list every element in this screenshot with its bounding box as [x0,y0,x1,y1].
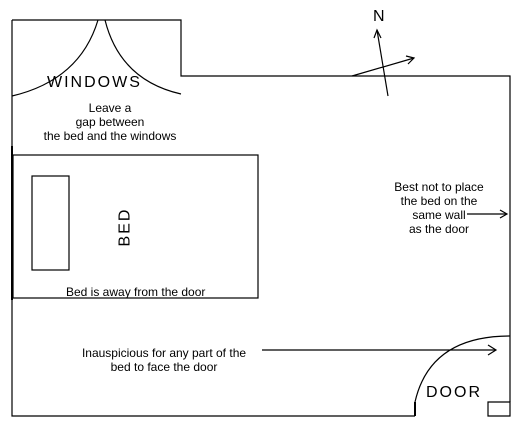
window-swing-arc [11,19,99,97]
door-label: DOOR [426,384,482,401]
bed-label: BED [116,207,134,247]
compass-arrow-head [373,28,382,39]
windows-note: Leave a gap between the bed and the wind… [43,101,177,143]
windows-label: WINDOWS [47,74,142,91]
door-note: Inauspicious for any part of the bed to … [81,346,247,374]
compass-cross-head [405,55,416,65]
wall-note: Best not to place the bed on the same wa… [394,180,484,236]
compass-label: N [373,8,387,25]
compass-needle [376,29,389,97]
window-swing-arc [104,19,182,95]
pillow [31,175,70,271]
room-wall [487,401,511,417]
wall-note-arrowhead [499,209,509,219]
room-wall [12,19,511,336]
bed-note: Bed is away from the door [66,285,206,299]
door-swing-arc [414,335,511,403]
compass-cross [351,57,415,77]
door-note-arrowhead [487,344,498,356]
